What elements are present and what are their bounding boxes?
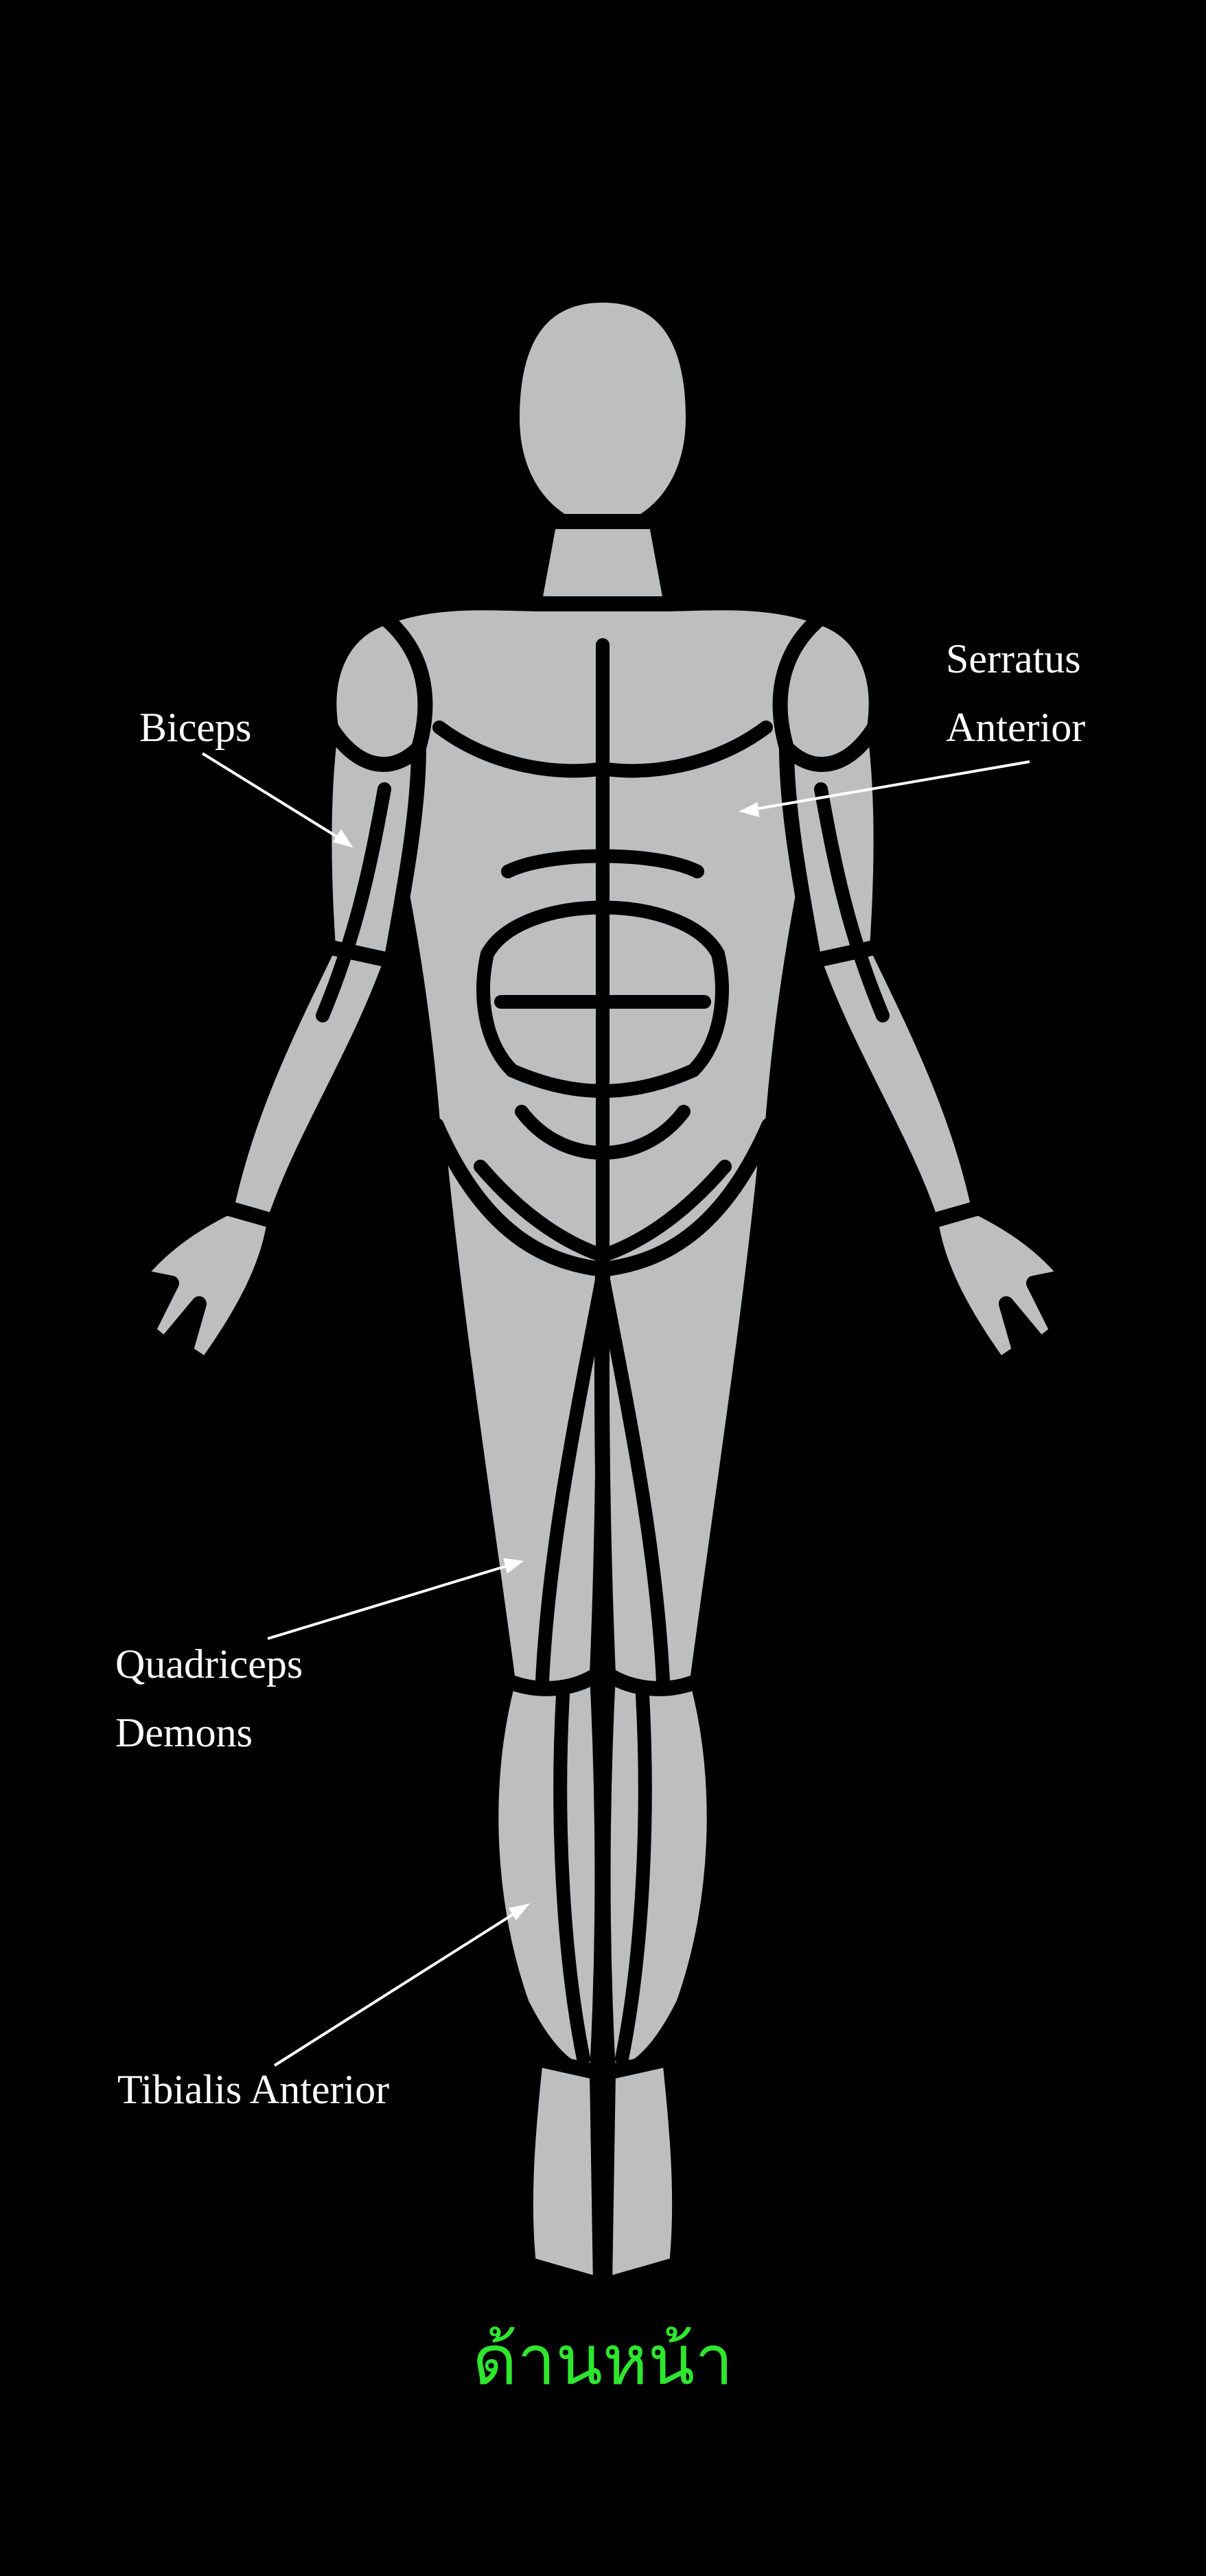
- abs-row-1: [501, 849, 704, 878]
- label-biceps: Biceps: [139, 705, 252, 750]
- left-hand: [130, 1200, 282, 1373]
- tibialis-arrowhead: [508, 1903, 531, 1921]
- thigh-line-left: [535, 1269, 610, 1688]
- right-shin: [595, 1667, 722, 2081]
- head: [505, 288, 701, 543]
- quadriceps-arrow: [267, 1563, 512, 1640]
- left-shin: [483, 1667, 610, 2081]
- right-hand: [923, 1200, 1076, 1373]
- label-tibialis-anterior: Tibialis Anterior: [117, 2067, 390, 2112]
- abs-row-3: [515, 1105, 691, 1160]
- label-quadriceps: Quadriceps Demons: [115, 1641, 303, 1755]
- left-forearm: [219, 939, 399, 1229]
- shin-line-left: [553, 1688, 590, 2065]
- groin-left: [474, 1160, 610, 1263]
- serratus-arrow: [751, 760, 1030, 811]
- thigh-line-right: [596, 1269, 670, 1688]
- tibialis-arrow: [273, 1910, 520, 2067]
- caption-front-view: ด้านหน้า: [472, 2320, 734, 2400]
- right-foot: [597, 2051, 688, 2293]
- biceps-arrowhead: [332, 829, 353, 848]
- pec-line: [432, 721, 773, 778]
- arm-line-right: [814, 782, 890, 1022]
- shin-line-right: [615, 1688, 652, 2065]
- groin-right: [596, 1160, 732, 1263]
- left-foot: [518, 2051, 608, 2293]
- quadriceps-arrowhead: [503, 1558, 524, 1574]
- abs-oval: [476, 900, 729, 1098]
- biceps-arrow: [201, 752, 345, 842]
- label-serratus-anterior: Serratus Anterior: [946, 636, 1086, 750]
- arm-line-left: [316, 782, 391, 1022]
- serratus-arrowhead: [739, 801, 760, 817]
- right-forearm: [807, 939, 986, 1229]
